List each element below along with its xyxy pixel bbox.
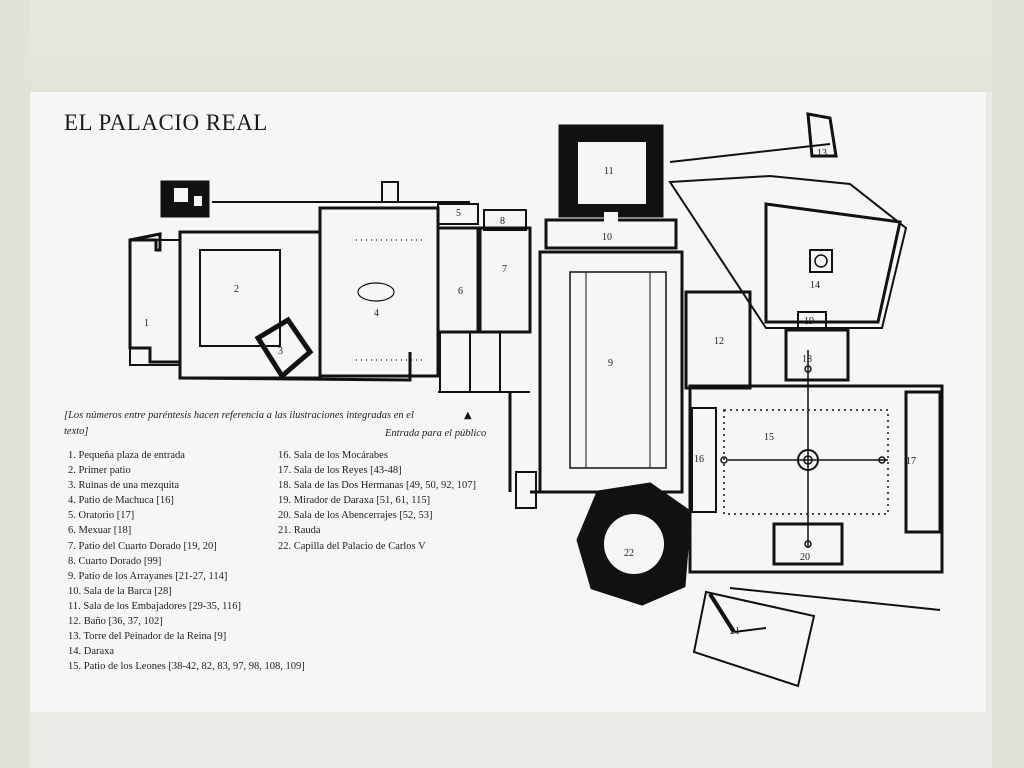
plan-label-10: 10 xyxy=(602,232,612,243)
room-21-rauda xyxy=(692,590,816,688)
legend-column-1: 1. Pequeña plaza de entrada 2. Primer pa… xyxy=(68,448,305,674)
room-5-oratorio xyxy=(437,203,479,225)
legend-item: 11. Sala de los Embajadores [29-35, 116] xyxy=(68,600,242,612)
legend-item: 1. Pequeña plaza de entrada xyxy=(68,450,185,461)
slide-footer-band xyxy=(30,712,992,768)
room-3-mezquita xyxy=(254,316,314,380)
plan-label-17: 17 xyxy=(906,456,916,467)
plan-label-7: 7 xyxy=(502,264,507,275)
legend-item: 4. Patio de Machuca [16] xyxy=(68,495,174,507)
plan-label-9: 9 xyxy=(608,358,613,369)
room-9-patio-arrayanes xyxy=(538,250,684,494)
illustrations-note: [Los números entre paréntesis hacen refe… xyxy=(64,410,414,437)
plan-label-20: 20 xyxy=(800,552,810,563)
room-17-sala-reyes xyxy=(904,390,942,534)
page-title: EL PALACIO REAL xyxy=(64,110,268,135)
legend-item: 7. Patio del Cuarto Dorado [19, 20] xyxy=(68,540,217,552)
legend-item: 13. Torre del Peinador de la Reina [9] xyxy=(68,631,227,643)
legend-item: 18. Sala de las Dos Hermanas [49, 50, 92… xyxy=(278,480,477,492)
room-16-mocarabes xyxy=(691,407,717,513)
slide-edge-right xyxy=(992,0,1024,768)
room-6-mexuar xyxy=(436,226,480,334)
room-7-patio-cuarto-dorado xyxy=(478,226,532,334)
legend-item: 9. Patio de los Arrayanes [21-27, 114] xyxy=(68,570,228,582)
legend-item: 2. Primer patio xyxy=(68,465,131,477)
legend-item: 16. Sala de los Mocárabes xyxy=(278,450,388,461)
legend-column-2: 16. Sala de los Mocárabes 17. Sala de lo… xyxy=(278,448,476,554)
plan-label-19: 19 xyxy=(804,316,814,327)
plan-label-16: 16 xyxy=(694,454,704,465)
legend-item: 5. Oratorio [17] xyxy=(68,510,135,522)
plan-label-14: 14 xyxy=(810,280,820,291)
legend-item: 19. Mirador de Daraxa [51, 61, 115] xyxy=(278,495,431,507)
plan-label-12: 12 xyxy=(714,336,724,347)
courtyard-ornament-4 xyxy=(356,239,426,361)
legend-item: 3. Ruinas de una mezquita xyxy=(68,480,180,492)
legend-item: 22. Capilla del Palacio de Carlos V xyxy=(278,540,426,552)
legend-item: 14. Daraxa xyxy=(68,646,115,658)
room-12-bano xyxy=(684,290,752,390)
room-18-dos-hermanas xyxy=(784,328,850,382)
legend-item: 6. Mexuar [18] xyxy=(68,525,132,537)
plan-label-1: 1 xyxy=(144,318,149,329)
plan-label-8: 8 xyxy=(500,216,505,227)
room-4-patio-machuca xyxy=(318,206,440,378)
plan-label-4: 4 xyxy=(374,308,379,319)
plan-label-18: 18 xyxy=(802,354,812,365)
legend-item: 15. Patio de los Leones [38-42, 82, 83, … xyxy=(68,661,305,673)
room-1-area xyxy=(129,239,181,366)
floor-plan-image: ▲ 1 2 3 4 5 6 7 8 9 10 11 12 13 14 15 16… xyxy=(30,92,986,712)
plan-label-5: 5 xyxy=(456,208,461,219)
plan-label-13: 13 xyxy=(817,148,827,159)
room-13-torre-peinador xyxy=(806,112,838,158)
legend-item: 8. Cuarto Dorado [99] xyxy=(68,555,162,567)
plan-label-15: 15 xyxy=(764,432,774,443)
plan-label-11: 11 xyxy=(604,166,614,177)
room-15-patio-leones xyxy=(688,384,944,574)
plan-label-6: 6 xyxy=(458,286,463,297)
plan-label-2: 2 xyxy=(234,284,239,295)
room-14-daraxa xyxy=(764,202,902,324)
legend-item: 20. Sala de los Abencerrajes [52, 53] xyxy=(278,510,433,522)
slide-edge-left xyxy=(0,0,30,768)
palace-floor-plan: ▲ 1 2 3 4 5 6 7 8 9 10 11 12 13 14 15 16… xyxy=(128,112,944,688)
legend-item: 21. Rauda xyxy=(278,525,321,537)
entrance-marker: ▲ xyxy=(464,410,472,421)
room-20-abencerrajes xyxy=(772,522,844,566)
legend-item: 12. Baño [36, 37, 102] xyxy=(68,616,163,628)
plan-label-22: 22 xyxy=(624,548,634,559)
legend-item: 17. Sala de los Reyes [43-48] xyxy=(278,465,402,477)
slide-header-band xyxy=(30,0,992,92)
plan-label-3: 3 xyxy=(278,346,283,357)
legend-item: 10. Sala de la Barca [28] xyxy=(68,585,172,597)
entrance-label: Entrada para el público xyxy=(385,428,487,439)
plan-label-21: 21 xyxy=(730,626,740,637)
room-8-cuarto-dorado xyxy=(483,209,527,231)
